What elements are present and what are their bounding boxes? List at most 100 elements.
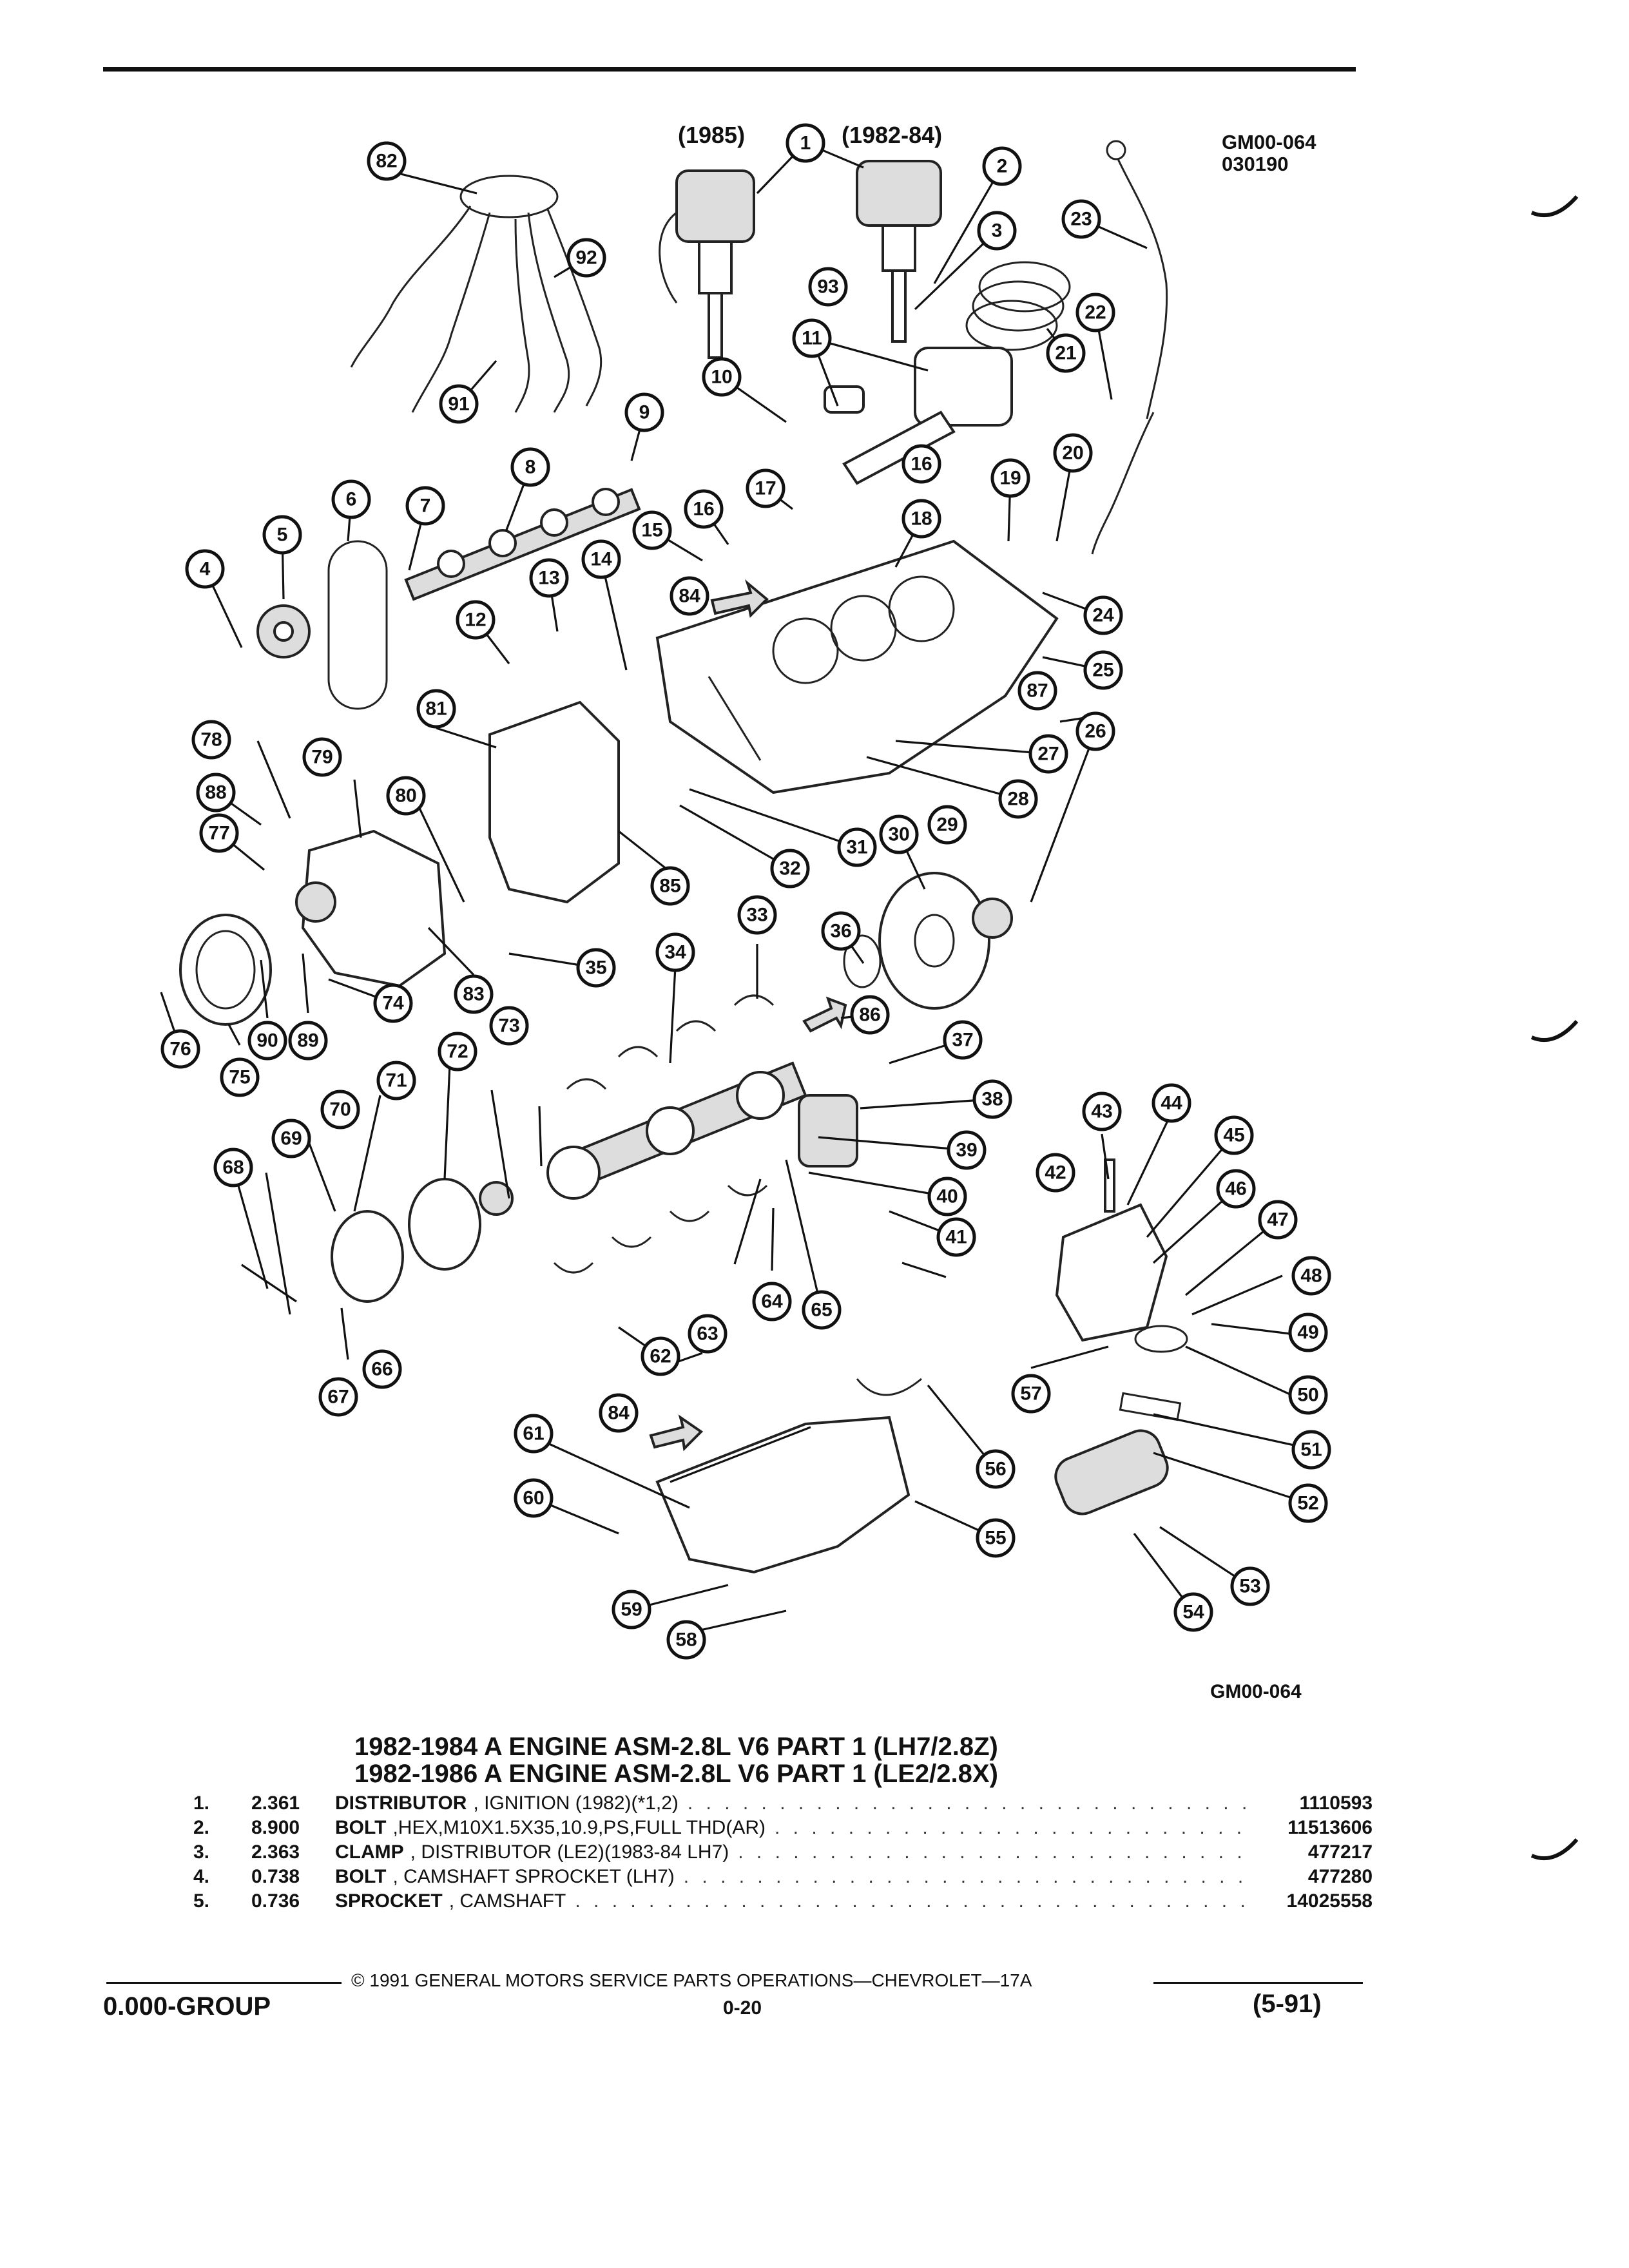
svg-text:41: 41	[945, 1227, 967, 1248]
callout-63: 63	[688, 1314, 728, 1354]
callout-16-a: 16	[901, 444, 941, 484]
parts-row-number: 3.	[193, 1841, 210, 1863]
svg-text:66: 66	[371, 1359, 392, 1380]
spark-plug-wire-harness	[350, 175, 602, 413]
callout-35: 35	[576, 948, 616, 988]
svg-text:89: 89	[297, 1030, 318, 1052]
callout-10: 10	[702, 357, 742, 397]
parts-list: 1. 2.361 DISTRIBUTOR , IGNITION (1982)(*…	[193, 1791, 1373, 1914]
svg-text:50: 50	[1297, 1385, 1318, 1406]
callout-37: 37	[943, 1020, 983, 1060]
svg-text:2: 2	[997, 156, 1008, 177]
callout-22: 22	[1075, 293, 1115, 332]
callout-59: 59	[612, 1590, 651, 1629]
parts-row-part-number: 477217	[1307, 1841, 1373, 1863]
callout-66: 66	[362, 1349, 402, 1389]
parts-row-description: , IGNITION (1982)(*1,2)	[473, 1792, 679, 1814]
figure-code: GM00-064 030190	[1222, 131, 1316, 175]
distributor-assembly	[659, 160, 942, 359]
callout-82: 82	[367, 141, 407, 181]
svg-text:74: 74	[382, 993, 404, 1014]
footer-rule-left	[106, 1982, 342, 1984]
callout-77: 77	[199, 813, 239, 853]
parts-row-description: , CAMSHAFT	[448, 1890, 566, 1912]
parts-row-description: , CAMSHAFT SPROCKET (LH7)	[392, 1866, 675, 1887]
callout-58: 58	[666, 1620, 706, 1660]
parts-row-description: ,HEX,M10X1.5X35,10.9,PS,FULL THD(AR)	[392, 1817, 766, 1838]
callout-1: 1	[786, 123, 825, 163]
callout-2: 2	[982, 146, 1022, 186]
callout-18: 18	[901, 499, 941, 539]
svg-text:17: 17	[755, 478, 776, 499]
callout-34: 34	[655, 932, 695, 972]
parts-row: 1. 2.361 DISTRIBUTOR , IGNITION (1982)(*…	[193, 1791, 1373, 1816]
crankshaft	[546, 1061, 807, 1200]
callout-27: 27	[1028, 734, 1068, 774]
variant-label-1985: (1985)	[678, 122, 745, 148]
svg-text:5: 5	[277, 524, 288, 546]
svg-text:49: 49	[1297, 1322, 1318, 1343]
callout-36: 36	[821, 911, 861, 951]
margin-mark	[1530, 195, 1579, 218]
parts-row-name: BOLT	[335, 1866, 387, 1887]
parts-row-description: , DISTRIBUTOR (LE2)(1983-84 LH7)	[410, 1841, 729, 1863]
main-bearings	[553, 994, 775, 1274]
callout-33: 33	[737, 895, 777, 935]
page-number: 0-20	[723, 1997, 762, 2019]
parts-row-part-number: 477280	[1307, 1866, 1373, 1887]
svg-text:30: 30	[888, 824, 909, 845]
parts-row: 5. 0.736 SPROCKET , CAMSHAFT 14025558	[193, 1889, 1373, 1914]
callout-39: 39	[947, 1130, 987, 1170]
copyright-line: © 1991 GENERAL MOTORS SERVICE PARTS OPER…	[351, 1970, 1032, 1990]
callout-84-a: 84	[670, 576, 709, 616]
callout-56: 56	[976, 1449, 1016, 1489]
callout-25: 25	[1083, 650, 1123, 690]
callout-60: 60	[514, 1478, 554, 1518]
svg-text:18: 18	[911, 508, 932, 530]
svg-text:47: 47	[1267, 1209, 1288, 1231]
svg-text:15: 15	[641, 520, 662, 541]
svg-text:28: 28	[1007, 789, 1028, 810]
parts-row-group: 8.900	[251, 1817, 300, 1838]
piston-and-rings	[824, 261, 1071, 485]
svg-text:78: 78	[200, 729, 222, 751]
callout-71: 71	[376, 1061, 416, 1100]
svg-text:67: 67	[327, 1387, 349, 1408]
svg-text:13: 13	[538, 568, 559, 589]
direction-arrow-lower	[649, 1414, 704, 1452]
callout-6: 6	[331, 479, 371, 519]
direction-arrow-middle	[802, 996, 847, 1033]
svg-text:60: 60	[523, 1488, 544, 1509]
parts-row-number: 5.	[193, 1890, 210, 1912]
svg-text:54: 54	[1182, 1602, 1204, 1623]
callout-73: 73	[489, 1006, 529, 1046]
svg-text:85: 85	[659, 876, 680, 897]
flywheel	[878, 872, 1013, 1010]
footer-rule-right	[1153, 1982, 1363, 1984]
callout-78: 78	[191, 720, 231, 760]
callout-15: 15	[632, 510, 672, 550]
callout-86: 86	[850, 995, 890, 1035]
svg-text:83: 83	[463, 984, 484, 1005]
assembly-titles: 1982-1984 A ENGINE ASM-2.8L V6 PART 1 (L…	[354, 1733, 1257, 1787]
svg-text:31: 31	[846, 837, 867, 858]
callout-50: 50	[1288, 1375, 1328, 1415]
parts-row-name: SPROCKET	[335, 1890, 443, 1912]
svg-text:59: 59	[621, 1599, 642, 1620]
callout-61: 61	[514, 1414, 554, 1454]
svg-text:16: 16	[693, 499, 714, 520]
svg-text:63: 63	[697, 1323, 718, 1345]
svg-text:48: 48	[1300, 1265, 1322, 1287]
callout-31: 31	[837, 827, 877, 867]
callout-76: 76	[160, 1029, 200, 1069]
callout-57: 57	[1011, 1374, 1051, 1414]
oil-pan	[655, 1416, 911, 1574]
callout-40: 40	[927, 1177, 967, 1216]
svg-text:46: 46	[1225, 1178, 1246, 1200]
svg-text:51: 51	[1300, 1439, 1322, 1461]
svg-text:8: 8	[525, 457, 536, 478]
svg-text:64: 64	[761, 1291, 783, 1312]
svg-text:20: 20	[1062, 443, 1083, 464]
callout-69: 69	[271, 1119, 311, 1158]
variant-label-1982-84: (1982-84)	[842, 122, 942, 148]
